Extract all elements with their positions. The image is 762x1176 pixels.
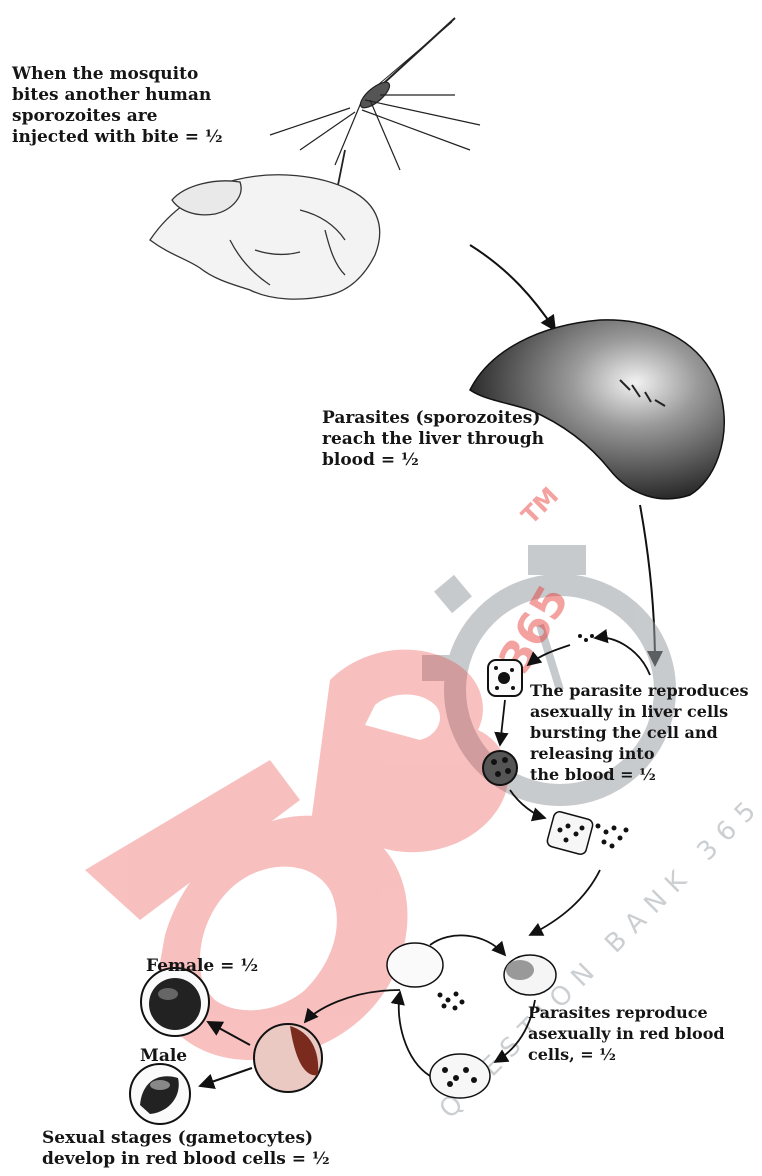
- arrow-hand-to-liver: [470, 245, 555, 330]
- label-male: Male: [140, 1046, 187, 1067]
- hand-illustration: [150, 175, 380, 299]
- male-gametocyte: [130, 1064, 190, 1124]
- female-gametocyte: [141, 968, 209, 1036]
- label-gametocytes: Sexual stages (gametocytes) develop in r…: [42, 1128, 330, 1170]
- label-female: Female = ½: [146, 956, 258, 977]
- label-liver: Parasites (sporozoites) reach the liver …: [322, 408, 544, 471]
- watermark-tm: TM: [516, 482, 564, 530]
- label-liver-cells: The parasite reproduces asexually in liv…: [530, 680, 749, 785]
- gametocyte-cell: [254, 1024, 322, 1092]
- label-mosquito-bite: When the mosquito bites another human sp…: [12, 64, 223, 148]
- label-rbc: Parasites reproduce asexually in red blo…: [528, 1002, 725, 1065]
